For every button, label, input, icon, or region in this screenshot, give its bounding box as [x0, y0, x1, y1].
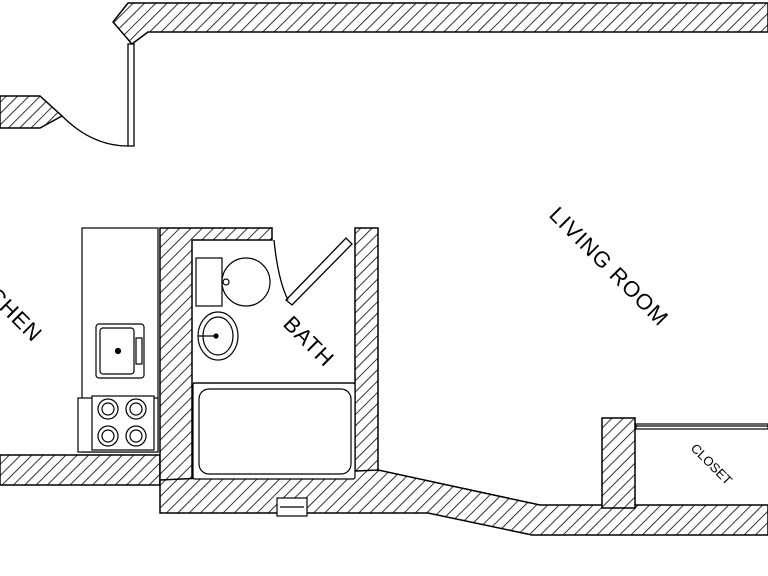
bottom-wall — [159, 469, 768, 536]
bottom-left-wall — [0, 454, 161, 486]
bath-door-swing — [273, 239, 289, 301]
closet-door — [635, 423, 768, 430]
toilet-bowl — [221, 257, 271, 307]
bathtub-basin — [198, 388, 352, 475]
stove-burner — [129, 402, 143, 416]
kitchen-label: KITCHEN — [0, 256, 47, 347]
stove-burner — [129, 429, 143, 443]
bath-sink-drain — [213, 333, 219, 339]
toilet-tank — [195, 257, 223, 307]
top-wall — [112, 2, 768, 46]
closet-label: CLOSET — [688, 441, 735, 488]
entry-door-swing — [61, 115, 129, 147]
stove-burner — [101, 429, 115, 443]
kitchen-sink-drain — [114, 347, 122, 355]
entry-door-leaf — [127, 43, 135, 147]
bath-door — [273, 237, 353, 306]
stove-burner — [101, 402, 115, 416]
living-room-label: LIVING ROOM — [544, 202, 673, 331]
kitchen-sink-faucet-bar — [135, 337, 143, 365]
top-left-wall — [0, 95, 64, 129]
bath-fixtures — [192, 257, 356, 517]
stove-burners — [97, 398, 147, 447]
entry-door — [61, 43, 135, 147]
bath-right-wall — [354, 227, 379, 483]
bath-label: BATH — [278, 311, 339, 372]
kitchen-fixtures — [77, 227, 159, 453]
walls — [0, 2, 768, 536]
bath-door-leaf — [285, 237, 353, 306]
toilet-flush — [222, 278, 230, 286]
closet-left-wall — [601, 417, 636, 509]
